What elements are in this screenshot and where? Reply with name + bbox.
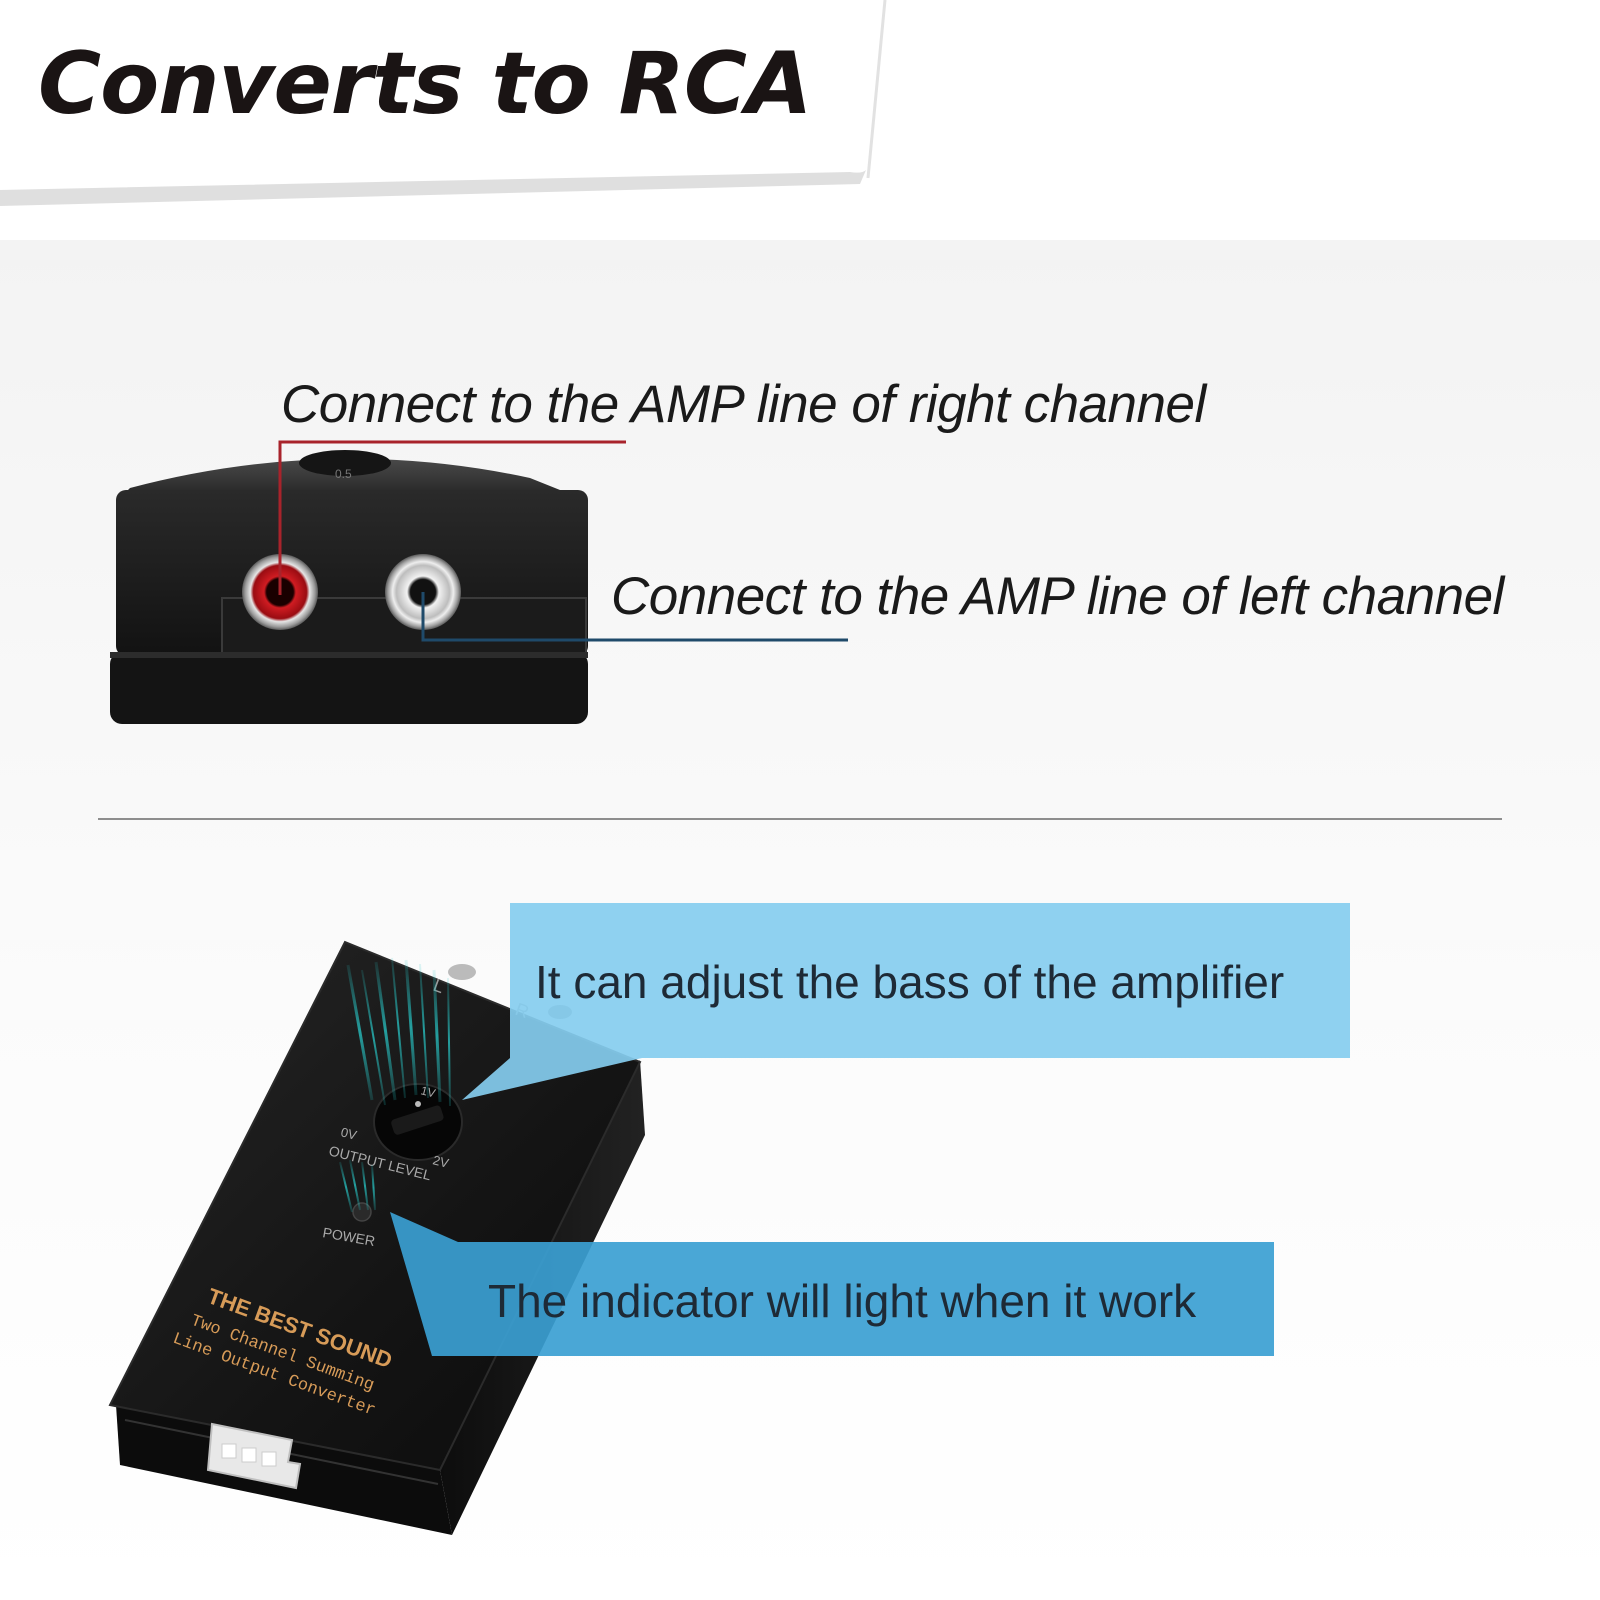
power-indicator-led <box>352 1202 372 1222</box>
banner-shape <box>0 0 887 206</box>
left-channel-leader <box>421 592 848 642</box>
right-channel-callout: Connect to the AMP line of right channel <box>281 375 1206 434</box>
left-channel-callout: Connect to the AMP line of left channel <box>611 567 1504 626</box>
section-divider <box>98 818 1502 820</box>
right-channel-leader <box>278 440 626 595</box>
header-banner: Converts to RCA <box>0 0 1600 240</box>
knob-mark: 0.5 <box>335 467 352 481</box>
page-title: Converts to RCA <box>38 34 812 134</box>
indicator-callout-box <box>390 1212 1274 1356</box>
label-0v: 0V <box>339 1124 358 1142</box>
glow-beams <box>339 957 459 1213</box>
indicator-callout-text: The indicator will light when it work <box>488 1275 1197 1327</box>
label-2v: 2V <box>431 1152 450 1170</box>
bass-callout-text: It can adjust the bass of the amplifier <box>535 956 1285 1008</box>
top-knob <box>299 450 391 476</box>
top-callout-lines <box>278 440 848 642</box>
bass-callout-box <box>462 903 1350 1100</box>
